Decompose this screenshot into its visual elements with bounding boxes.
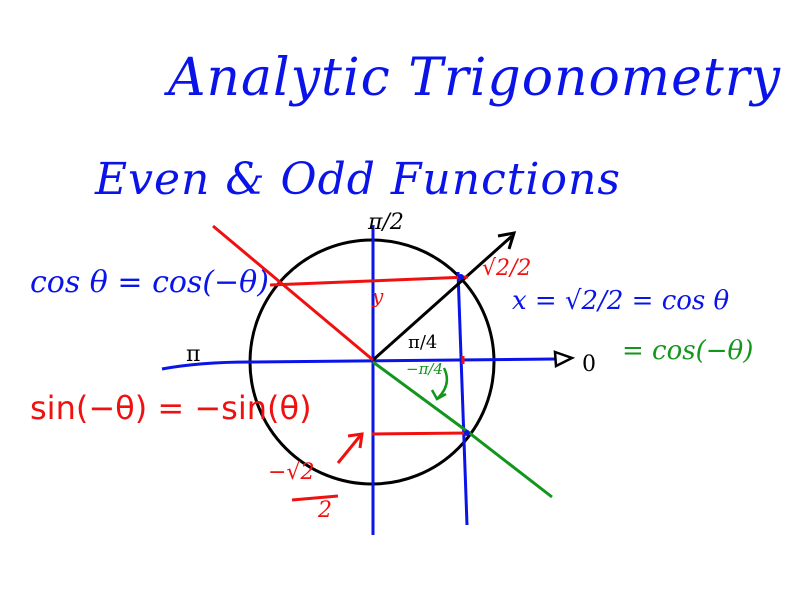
negative-y-arrow-icon <box>336 432 364 464</box>
intersection-point <box>464 430 470 436</box>
positive-y-line <box>269 275 469 287</box>
x-axis <box>161 357 556 371</box>
ray-arrowhead-icon <box>497 231 517 250</box>
pi-over-4-ray <box>372 234 513 362</box>
intersection-point <box>458 274 464 280</box>
y-label: y <box>372 284 384 308</box>
x-axis-arrowhead-icon <box>553 350 576 368</box>
negative-y-line <box>371 431 469 436</box>
x-projection-line <box>456 271 469 526</box>
x-value-equation: x = √2/2 = cos θ <box>512 286 730 316</box>
angle-label-negative-pi-over-4: −π/4 <box>406 360 444 378</box>
angle-label-zero: 0 <box>582 352 596 377</box>
angle-label-pi-over-4: π/4 <box>408 332 438 353</box>
page-subtitle: Even & Odd Functions <box>95 154 621 205</box>
negative-angle-arc-icon <box>430 367 449 401</box>
cos-negative-theta-equation: = cos(−θ) <box>622 336 754 366</box>
positive-y-value-label: √2/2 <box>482 256 532 281</box>
cosine-even-equation: cos θ = cos(−θ) <box>30 265 269 300</box>
angle-label-pi-over-2: π/2 <box>368 210 404 235</box>
negative-y-value-denominator: 2 <box>318 498 332 523</box>
page-title: Analytic Trigonometry <box>168 48 782 108</box>
second-quadrant-ray <box>212 224 374 362</box>
fraction-bar <box>291 494 339 502</box>
angle-label-pi: π <box>186 342 201 367</box>
sine-odd-equation: sin(−θ) = −sin(θ) <box>30 389 312 427</box>
negative-y-value-numerator: −√2 <box>268 460 315 485</box>
